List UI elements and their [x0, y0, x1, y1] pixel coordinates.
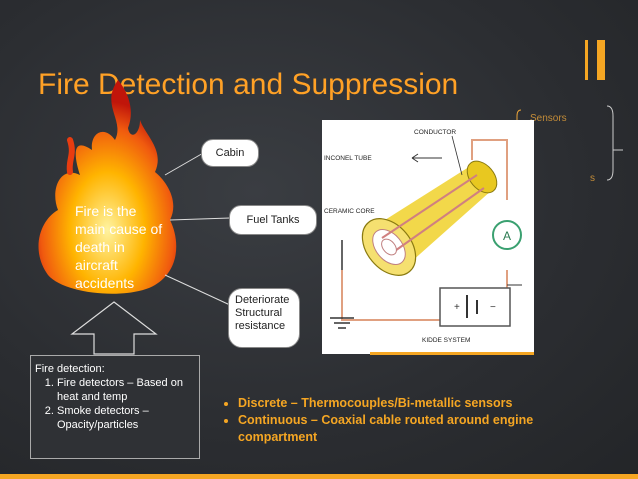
kidde-system-diagram: A + − CONDUCTOR INCONEL TUBE CERAMIC COR… — [322, 120, 534, 354]
fire-detection-callout: Fire detection: Fire detectors – Based o… — [30, 355, 200, 459]
cabin-label: Cabin — [215, 147, 245, 159]
conductor-label: CONDUCTOR — [414, 129, 456, 136]
ammeter-label: A — [503, 229, 511, 243]
kidde-system-label: KIDDE SYSTEM — [422, 337, 470, 344]
svg-text:−: − — [490, 302, 496, 313]
callout-heading: Fire detection: — [35, 363, 105, 375]
decor-bar-thin — [585, 40, 588, 80]
bullet-discrete: Discrete – Thermocouples/Bi-metallic sen… — [238, 395, 600, 412]
flame-text: Fire is the main cause of death in aircr… — [75, 203, 163, 291]
callout-item-2: Smoke detectors – Opacity/particles — [57, 404, 195, 432]
sensors-partial-label: Sensors — [530, 113, 567, 124]
decor-bar-thick — [597, 40, 605, 80]
up-arrow-icon — [70, 301, 158, 355]
fuel-tanks-label: Fuel Tanks — [246, 214, 300, 226]
brace-decor — [516, 105, 623, 181]
flame-illustration — [38, 80, 177, 294]
detector-types-bullets: Discrete – Thermocouples/Bi-metallic sen… — [220, 395, 600, 446]
partial-suffix-label: s — [590, 173, 595, 184]
callout-item-1: Fire detectors – Based on heat and temp — [57, 376, 195, 404]
bottom-accent-line — [0, 474, 638, 479]
ceramic-core-label: CERAMIC CORE — [324, 208, 375, 215]
fuel-tanks-bubble: Fuel Tanks — [229, 205, 317, 235]
structural-bubble: Deteriorate Structural resistance — [228, 288, 300, 348]
bullet-continuous: Continuous – Coaxial cable routed around… — [238, 412, 600, 446]
slide-title: Fire Detection and Suppression — [38, 68, 459, 101]
inconel-tube-label: INCONEL TUBE — [324, 155, 372, 162]
cabin-bubble: Cabin — [201, 139, 259, 167]
svg-text:+: + — [454, 302, 460, 313]
diagram-underline — [370, 352, 534, 355]
structural-label: Deteriorate Structural resistance — [235, 294, 290, 332]
callout-list: Fire detectors – Based on heat and temp … — [35, 376, 195, 432]
